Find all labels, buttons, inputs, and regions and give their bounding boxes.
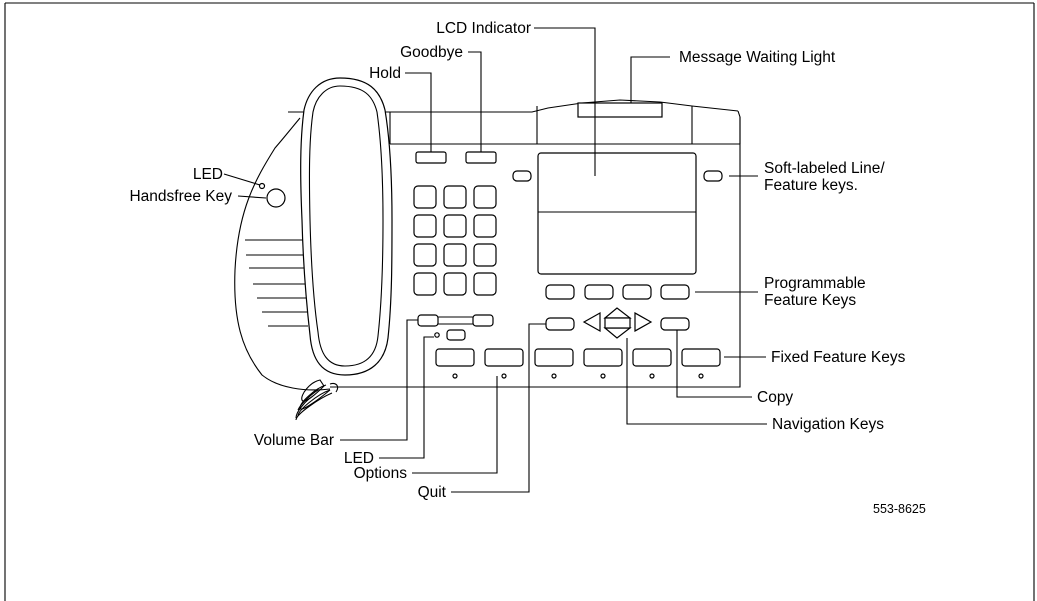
fixed-feature-key[interactable] [534,348,574,367]
label-quit: Quit [418,484,447,501]
fixed-feature-led [600,373,606,379]
label-volume-bar: Volume Bar [254,432,334,449]
copy-key[interactable] [660,317,690,331]
label-lcd-indicator: LCD Indicator [436,20,531,37]
line-feature-key-right[interactable] [703,170,723,182]
fixed-feature-led [698,373,704,379]
dialpad-key[interactable] [473,214,497,238]
label-led-top: LED [193,166,223,183]
leader-lines [223,27,767,493]
programmable-key[interactable] [622,284,652,300]
fixed-feature-key[interactable] [681,348,721,367]
dialpad-key[interactable] [443,243,467,267]
fixed-feature-led [501,373,507,379]
page-border [4,2,1035,601]
label-handsfree-key: Handsfree Key [129,188,232,205]
fixed-feature-keys [435,348,721,379]
programmable-key[interactable] [660,284,690,300]
handsfree-key[interactable] [266,188,286,208]
goodbye-key[interactable] [465,151,497,164]
label-fixed-feature-keys: Fixed Feature Keys [771,349,906,366]
dialpad-key[interactable] [413,272,437,296]
dialpad-key[interactable] [473,272,497,296]
lcd-display [537,152,697,275]
telephone-illustration [234,77,741,421]
label-led-bottom: LED [344,450,374,467]
dialpad-key[interactable] [473,243,497,267]
fixed-feature-key[interactable] [435,348,475,367]
label-message-waiting-light: Message Waiting Light [679,49,836,66]
led-indicator [434,332,440,338]
label-copy: Copy [757,389,793,406]
label-soft-labeled-1: Soft-labeled Line/ [764,160,885,177]
line-feature-key-left[interactable] [512,170,532,182]
label-soft-labeled-2: Feature keys. [764,177,858,194]
dialpad-key[interactable] [443,185,467,209]
handset[interactable] [300,77,393,376]
label-options: Options [354,465,408,482]
dialpad-key[interactable] [413,214,437,238]
programmable-key[interactable] [584,284,614,300]
labels: LCD Indicator Goodbye Hold Message Waiti… [129,20,925,516]
handsfree-led [258,182,266,190]
dialpad-key[interactable] [443,272,467,296]
label-goodbye: Goodbye [400,44,463,61]
label-programmable-2: Feature Keys [764,292,856,309]
volume-bar[interactable] [417,314,494,327]
fixed-feature-led [649,373,655,379]
label-programmable-1: Programmable [764,275,866,292]
fixed-feature-led [551,373,557,379]
phone-base-side [234,117,331,391]
message-waiting-light [577,102,663,118]
label-hold: Hold [369,65,401,82]
small-key[interactable] [446,329,466,341]
dialpad-key[interactable] [413,243,437,267]
label-navigation-keys: Navigation Keys [772,416,884,433]
navigation-keys[interactable] [582,307,653,339]
quit-key[interactable] [545,317,575,331]
speaker-grille [245,239,308,327]
dialpad [413,185,497,296]
fixed-feature-key[interactable] [632,348,672,367]
dialpad-key[interactable] [473,185,497,209]
figure-number: 553-8625 [873,502,926,516]
programmable-feature-keys [545,284,690,300]
programmable-key[interactable] [545,284,575,300]
hold-key[interactable] [415,151,447,164]
dialpad-key[interactable] [443,214,467,238]
fixed-feature-led [452,373,458,379]
fixed-feature-key[interactable] [583,348,623,367]
fixed-feature-key[interactable] [484,348,524,367]
handset-cord [295,379,339,421]
phone-base-outline [330,110,741,388]
phone-base-top-edge [288,99,739,113]
dialpad-key[interactable] [413,185,437,209]
